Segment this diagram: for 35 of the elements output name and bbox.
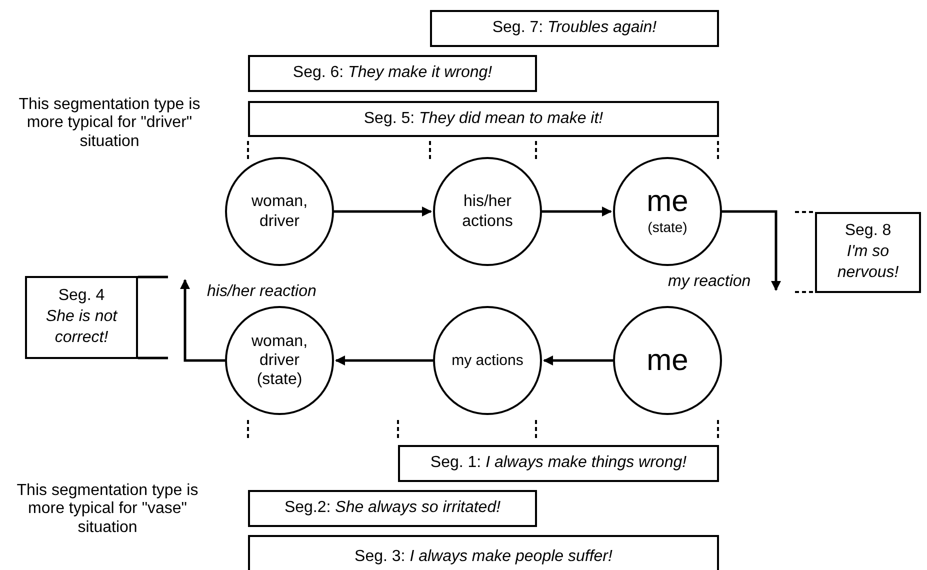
segment-text: I'm so nervous!	[836, 242, 900, 283]
note-text: This segmentation type is more typical for "vase" situation	[16, 482, 200, 538]
circle-label: my actions	[452, 352, 524, 370]
segment-box	[430, 10, 719, 47]
segment-title: Seg. 6: They make it wrong!	[292, 63, 492, 84]
segment-title: Seg. 5: They did mean to make it!	[364, 108, 604, 129]
arrow	[722, 210, 781, 291]
arrow	[334, 206, 432, 216]
edge-label: his/her reaction	[207, 283, 316, 301]
circle-label: me	[646, 342, 688, 378]
segment-title: Seg.2: She always so irritated!	[284, 498, 501, 518]
segment-title: Seg. 3: I always make people suffer!	[354, 547, 612, 568]
segment-box	[248, 101, 719, 137]
segment-title: Seg. 8	[844, 221, 892, 242]
circle-label: woman, driver (state)	[250, 332, 309, 390]
circle-label: woman, driver	[250, 192, 309, 231]
segment-box	[25, 276, 138, 359]
arrow	[180, 279, 225, 362]
segment-box	[248, 490, 537, 527]
segment-box	[248, 535, 719, 570]
segment-title: Seg. 7: Troubles again!	[492, 18, 657, 38]
circle-sublabel: (state)	[648, 218, 688, 238]
segment-box	[815, 212, 921, 293]
segment-title: Seg. 4	[58, 286, 105, 306]
segment-title: Seg. 1: I always make things wrong!	[430, 453, 687, 474]
arrow	[335, 356, 433, 366]
edge-label: my reaction	[668, 273, 751, 291]
segment-box	[248, 55, 537, 92]
segment-text: She is not correct!	[44, 307, 119, 348]
circle-label: his/her actions	[461, 192, 514, 231]
arrow	[542, 206, 612, 216]
arrow	[543, 356, 613, 366]
circle-label: me	[646, 185, 688, 218]
segment-box	[398, 445, 719, 482]
note-text: This segmentation type is more typical for "driver" situation	[18, 96, 202, 152]
